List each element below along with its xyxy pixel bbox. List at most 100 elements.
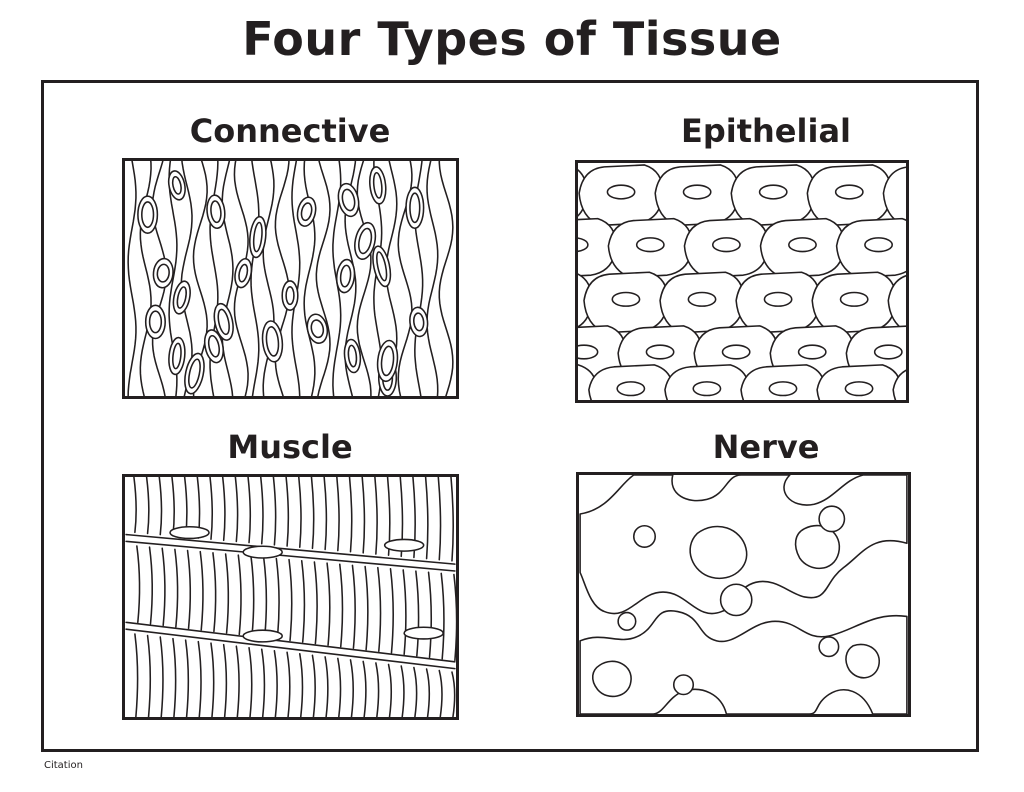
cell-body <box>409 306 429 338</box>
epithelial-nucleus <box>692 381 722 397</box>
epithelial-label: Epithelial <box>680 112 851 150</box>
cell-nucleus <box>341 188 356 212</box>
striation <box>364 565 369 651</box>
cell-nucleus <box>210 200 222 224</box>
cell-nucleus <box>339 264 352 288</box>
fibroblast-cell <box>335 258 356 294</box>
cell-body <box>296 196 317 227</box>
fibroblast-cell <box>337 182 360 218</box>
epithelial-nucleus <box>682 184 712 200</box>
fibroblast-cell <box>137 195 159 234</box>
cell-body <box>152 257 174 289</box>
collagen-fiber <box>438 161 454 396</box>
epithelial-nucleus <box>768 381 798 397</box>
epithelial-cell <box>735 271 821 334</box>
cell-body <box>172 280 191 315</box>
epithelial-cell <box>659 271 745 334</box>
cell-nucleus <box>207 334 220 358</box>
connective-tissue-illustration <box>122 158 459 399</box>
nerve-tissue-illustration <box>576 472 911 717</box>
epithelial-cell <box>578 164 664 227</box>
striation <box>450 477 454 562</box>
fibroblast-cell <box>206 194 226 229</box>
striation <box>250 555 255 637</box>
striation <box>234 477 239 543</box>
cell-nucleus <box>148 310 163 334</box>
striation <box>377 566 382 653</box>
striation <box>159 636 164 717</box>
cell-body <box>405 186 425 230</box>
connective-tissue-drawing <box>127 161 454 396</box>
striation <box>300 560 306 643</box>
striation <box>438 669 443 717</box>
striation <box>247 477 252 544</box>
cell-nucleus <box>188 358 201 389</box>
fibroblast-cell <box>405 186 425 230</box>
fiber-boundary <box>125 540 456 572</box>
epithelial-cell <box>892 369 906 400</box>
striation <box>199 550 204 631</box>
striation <box>402 569 407 656</box>
striation <box>362 660 367 717</box>
striation <box>145 477 150 535</box>
striation <box>285 477 290 547</box>
cell-nucleus <box>310 319 325 339</box>
cell-body <box>168 336 186 376</box>
connective-label: Connective <box>189 112 391 150</box>
striation <box>148 546 154 625</box>
striation <box>172 637 177 717</box>
striation <box>186 549 192 630</box>
striation <box>437 477 442 561</box>
epithelial-nucleus <box>797 344 827 360</box>
striation <box>259 477 264 545</box>
fibroblast-cell <box>144 304 166 340</box>
striation <box>158 477 163 536</box>
striation <box>222 643 228 717</box>
epithelial-cell <box>654 164 740 227</box>
epithelial-cell <box>683 217 770 278</box>
fiber-boundary <box>125 621 456 663</box>
nerve-tissue-drawing <box>579 475 908 714</box>
collagen-fiber <box>426 161 439 396</box>
epithelial-nucleus <box>645 344 675 360</box>
cell-nucleus <box>176 286 187 309</box>
epithelial-cell <box>759 217 846 278</box>
nerve-label: Nerve <box>712 428 820 466</box>
epithelial-cell <box>730 164 816 227</box>
neuron-cell-body <box>672 674 695 696</box>
fibroblast-cell <box>203 329 224 364</box>
striation <box>184 639 190 717</box>
striation <box>413 666 418 717</box>
collagen-fiber <box>291 161 301 396</box>
striation <box>425 668 431 717</box>
striation <box>451 671 456 717</box>
fibroblast-cell <box>281 280 299 311</box>
striation <box>424 477 429 560</box>
fibroblast-cell <box>234 257 253 289</box>
cell-body <box>144 304 166 340</box>
epithelial-nucleus <box>721 344 751 360</box>
striation <box>171 477 175 537</box>
epithelial-nucleus <box>578 237 589 253</box>
striation <box>197 640 202 717</box>
striation <box>224 553 230 634</box>
cell-body <box>206 194 226 229</box>
fibroblast-cell <box>376 339 399 383</box>
cell-nucleus <box>413 312 425 332</box>
epithelial-nucleus <box>616 381 646 397</box>
epithelial-nucleus <box>788 237 817 253</box>
neuron-cell-body <box>719 583 753 617</box>
epithelial-nucleus <box>711 237 741 253</box>
muscle-nucleus <box>403 626 444 640</box>
epithelial-nucleus <box>844 381 874 397</box>
cell-body <box>335 258 356 294</box>
fibroblast-cell <box>213 302 234 341</box>
fiber-boundary <box>125 628 456 670</box>
cell-body <box>137 195 159 234</box>
epithelial-tissue-drawing <box>578 164 906 400</box>
cell-body <box>184 352 205 395</box>
striation <box>262 556 268 639</box>
fibroblast-cell <box>172 280 191 315</box>
neuron-process <box>592 660 632 698</box>
collagen-fiber <box>250 161 260 396</box>
